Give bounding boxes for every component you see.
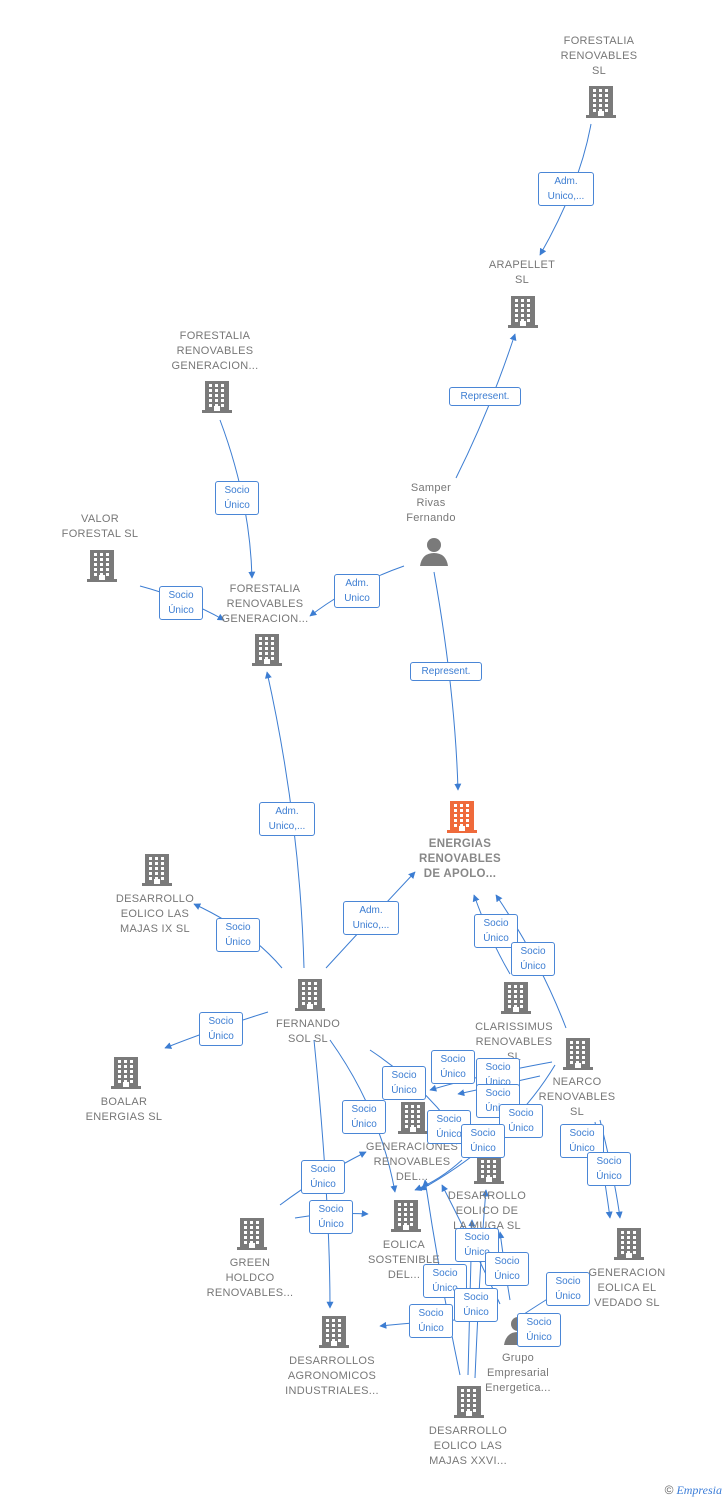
building-icon[interactable] xyxy=(251,632,283,666)
building-icon[interactable] xyxy=(397,1100,429,1134)
building-icon[interactable] xyxy=(562,1036,594,1070)
building-icon[interactable] xyxy=(500,980,532,1014)
building-icon[interactable] xyxy=(110,1055,142,1089)
building-icon[interactable] xyxy=(236,1216,268,1250)
empresia-footer[interactable]: © Empresia xyxy=(665,1483,722,1498)
building-icon[interactable] xyxy=(201,379,233,413)
copyright-icon: © xyxy=(664,1483,674,1497)
building-icon-focus[interactable] xyxy=(446,799,478,833)
relation-adm-unico-box[interactable]: Adm.Unico xyxy=(334,574,380,608)
relation-adm-unico-box[interactable]: Adm.Unico,... xyxy=(343,901,399,935)
building-icon[interactable] xyxy=(86,548,118,582)
building-icon[interactable] xyxy=(507,294,539,328)
building-icon[interactable] xyxy=(294,977,326,1011)
relation-represent-box[interactable]: Represent. xyxy=(410,662,482,681)
building-icon[interactable] xyxy=(318,1314,350,1348)
building-icon[interactable] xyxy=(585,84,617,118)
building-icon[interactable] xyxy=(141,852,173,886)
building-icon[interactable] xyxy=(453,1384,485,1418)
building-icon[interactable] xyxy=(613,1226,645,1260)
brand-logo: Empresia xyxy=(676,1483,722,1497)
person-icon[interactable] xyxy=(418,535,450,567)
relation-adm-unico-box[interactable]: Adm.Unico,... xyxy=(259,802,315,836)
relation-represent-box[interactable]: Represent. xyxy=(449,387,521,406)
relation-adm-unico-box[interactable]: Adm.Unico,... xyxy=(538,172,594,206)
building-icon[interactable] xyxy=(390,1198,422,1232)
